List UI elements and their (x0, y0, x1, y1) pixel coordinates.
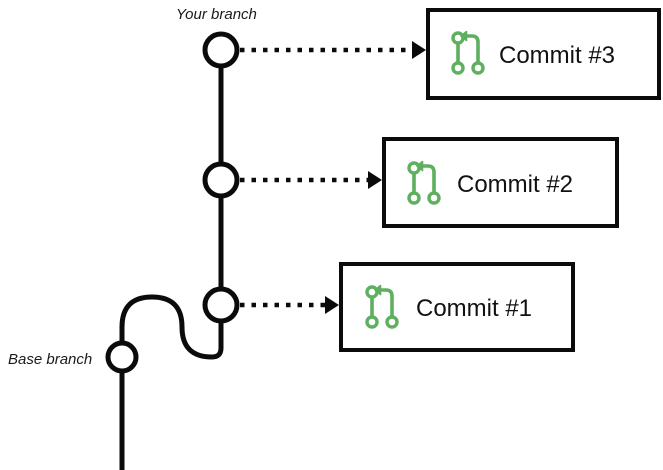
arrowhead-commit-2-icon (368, 171, 382, 189)
base-branch-label: Base branch (8, 351, 92, 368)
arrowhead-commit-3-icon (412, 41, 426, 59)
base-branch-node[interactable] (105, 340, 139, 374)
branch-merge-curve (119, 294, 224, 372)
commit-box-2[interactable]: Commit #2 (382, 137, 619, 228)
commit-box-2-label: Commit #2 (457, 171, 573, 198)
commit-box-3[interactable]: Commit #3 (426, 8, 661, 100)
arrowhead-commit-1-icon (325, 296, 339, 314)
commit-box-1-frame (339, 262, 575, 352)
commit-box-2-frame (382, 137, 619, 228)
commit-node-2[interactable] (202, 161, 240, 199)
commit-node-1[interactable] (202, 286, 240, 324)
commit-node-3[interactable] (202, 31, 240, 69)
commit-box-1[interactable]: Commit #1 (339, 262, 575, 352)
commit-box-1-label: Commit #1 (416, 295, 532, 322)
commit-box-3-label: Commit #3 (499, 42, 615, 69)
your-branch-label: Your branch (176, 6, 257, 23)
commit-box-3-frame (426, 8, 661, 100)
